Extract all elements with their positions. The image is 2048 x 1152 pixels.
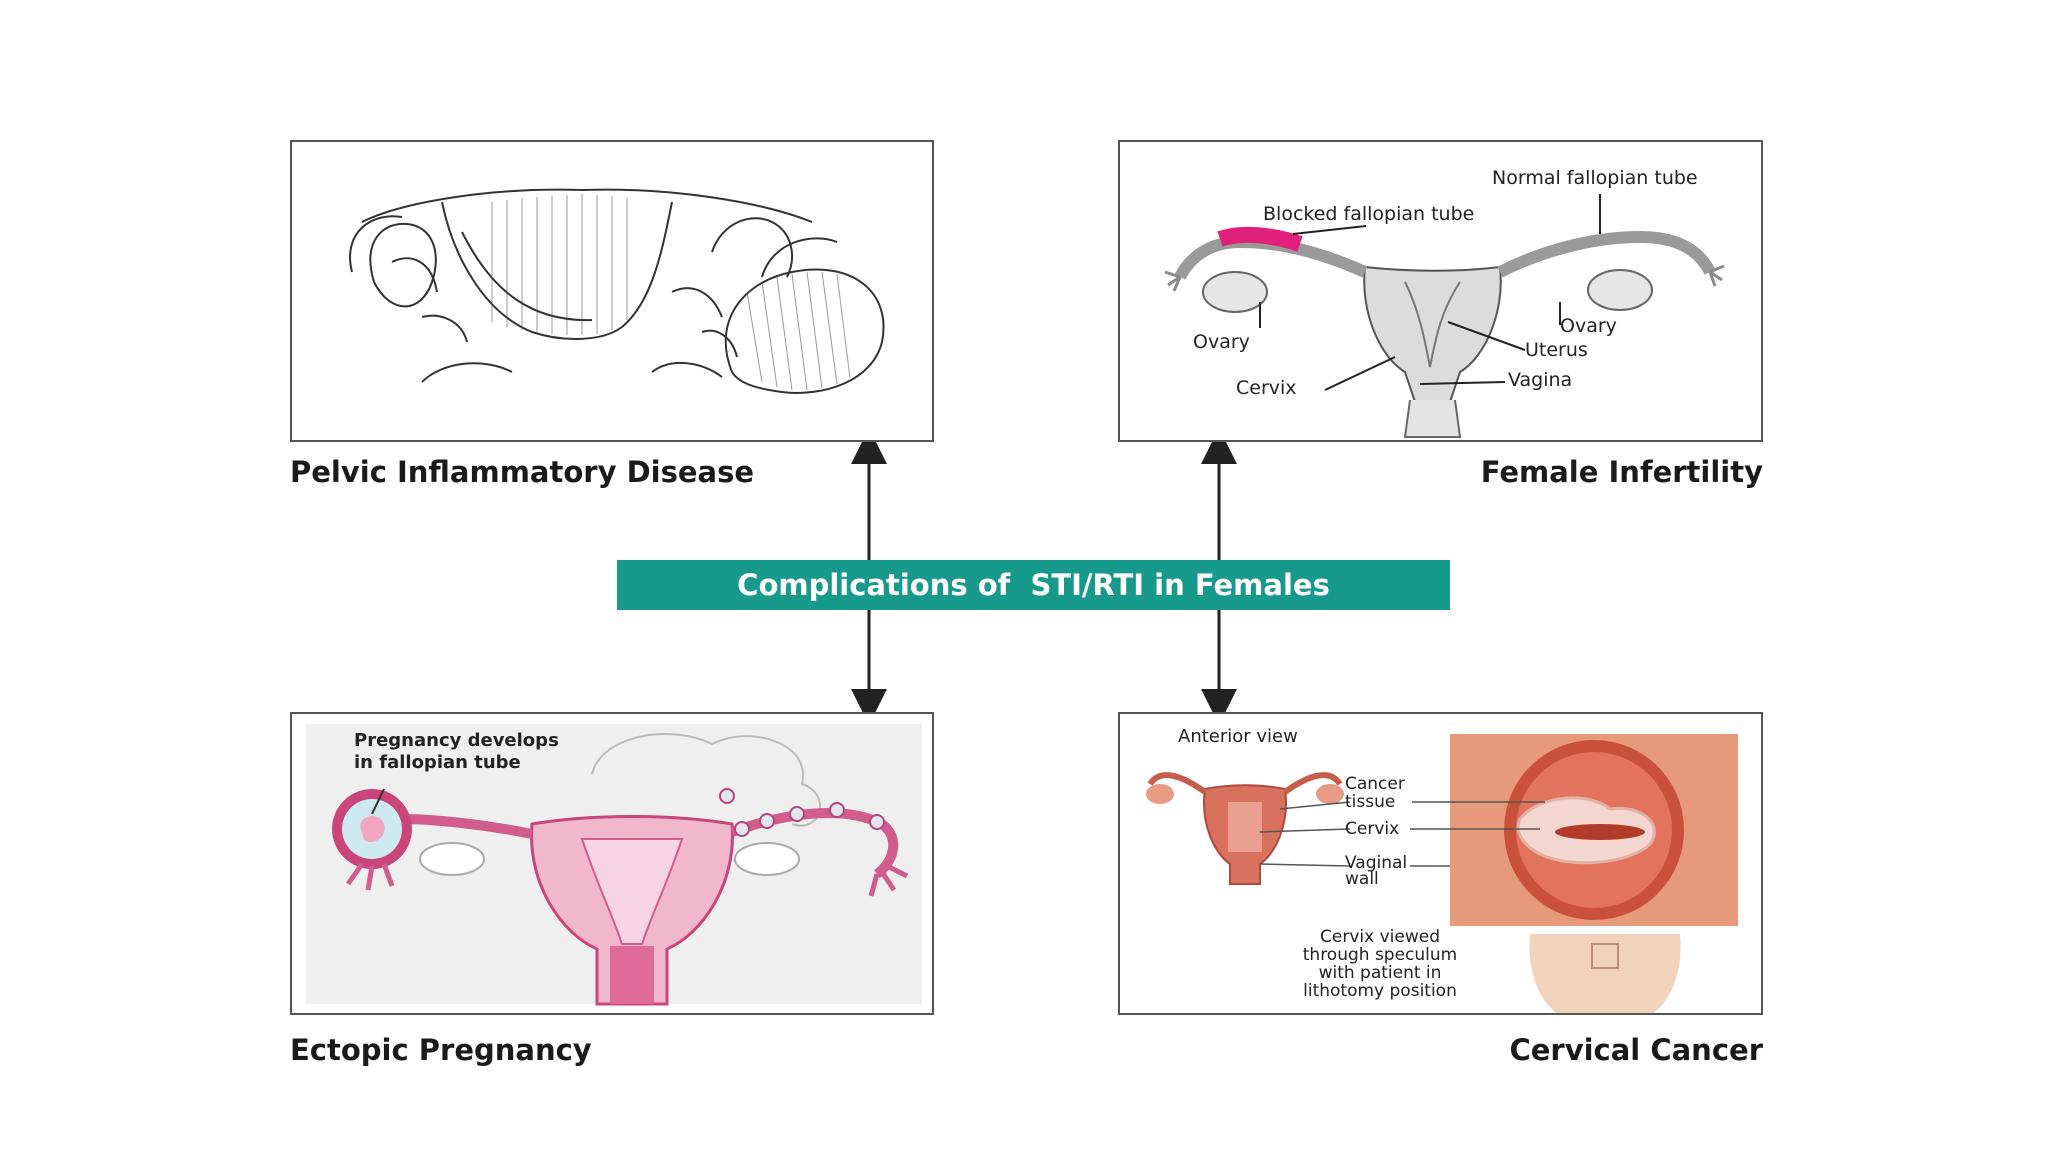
label-normal-tube: Normal fallopian tube <box>1492 167 1698 189</box>
central-topic-title: Complications of STI/RTI in Females <box>737 568 1330 602</box>
label-vaginal-line2: wall <box>1345 869 1379 889</box>
vagina-shape <box>1403 399 1462 438</box>
ectopic-diagram: Pregnancy develops in fallopian tube <box>306 724 922 1006</box>
label-pregnancy-line1: Pregnancy develops <box>354 730 559 751</box>
cervical-diagram: Anterior view Cancer tissue Cervix Vagin… <box>1146 726 1738 1013</box>
label-pregnancy-line2: in fallopian tube <box>354 752 521 773</box>
label-cervix: Cervix <box>1345 819 1399 839</box>
left-ovary <box>1202 271 1268 313</box>
label-view-line2: through speculum <box>1303 945 1458 965</box>
infertility-caption: Female Infertility <box>1480 455 1763 489</box>
uterus-shape <box>1363 265 1502 403</box>
label-cervix: Cervix <box>1236 377 1297 399</box>
label-right-ovary: Ovary <box>1560 315 1617 337</box>
label-view-line3: with patient in <box>1319 963 1442 983</box>
ectopic-caption: Ectopic Pregnancy <box>290 1033 592 1067</box>
right-ovary <box>734 842 800 876</box>
infertility-diagram: Normal fallopian tube Blocked fallopian … <box>1164 167 1725 438</box>
cervical-illustration-panel: Anterior view Cancer tissue Cervix Vagin… <box>1118 712 1763 1015</box>
label-blocked-tube: Blocked fallopian tube <box>1263 203 1474 225</box>
right-ovary <box>1587 269 1653 311</box>
pid-illustration-panel <box>290 140 934 442</box>
pid-caption: Pelvic Inflammatory Disease <box>290 455 755 489</box>
left-fallopian-tube <box>1174 235 1368 280</box>
left-ovary <box>419 842 485 876</box>
right-fallopian-tube <box>1497 230 1716 278</box>
label-cancer-line1: Cancer <box>1345 774 1405 794</box>
label-left-ovary: Ovary <box>1193 331 1250 353</box>
label-cancer-line2: tissue <box>1345 792 1395 812</box>
central-topic-box: Complications of STI/RTI in Females <box>617 560 1450 610</box>
left-fallopian-tube <box>401 814 533 839</box>
label-view-line4: lithotomy position <box>1303 981 1457 1001</box>
label-vaginal-line1: Vaginal <box>1345 853 1407 873</box>
infertility-illustration-panel: Normal fallopian tube Blocked fallopian … <box>1118 140 1763 442</box>
label-uterus: Uterus <box>1525 339 1588 361</box>
pid-sketch <box>349 188 885 394</box>
blocked-tube-segment <box>1217 226 1303 252</box>
label-anterior-view: Anterior view <box>1178 726 1298 747</box>
ectopic-illustration-panel: Pregnancy develops in fallopian tube <box>290 712 934 1015</box>
label-view-line1: Cervix viewed <box>1320 927 1440 947</box>
cervical-caption: Cervical Cancer <box>1509 1033 1763 1067</box>
label-vagina: Vagina <box>1508 369 1572 391</box>
patient-lithotomy-figure <box>1529 934 1681 1013</box>
